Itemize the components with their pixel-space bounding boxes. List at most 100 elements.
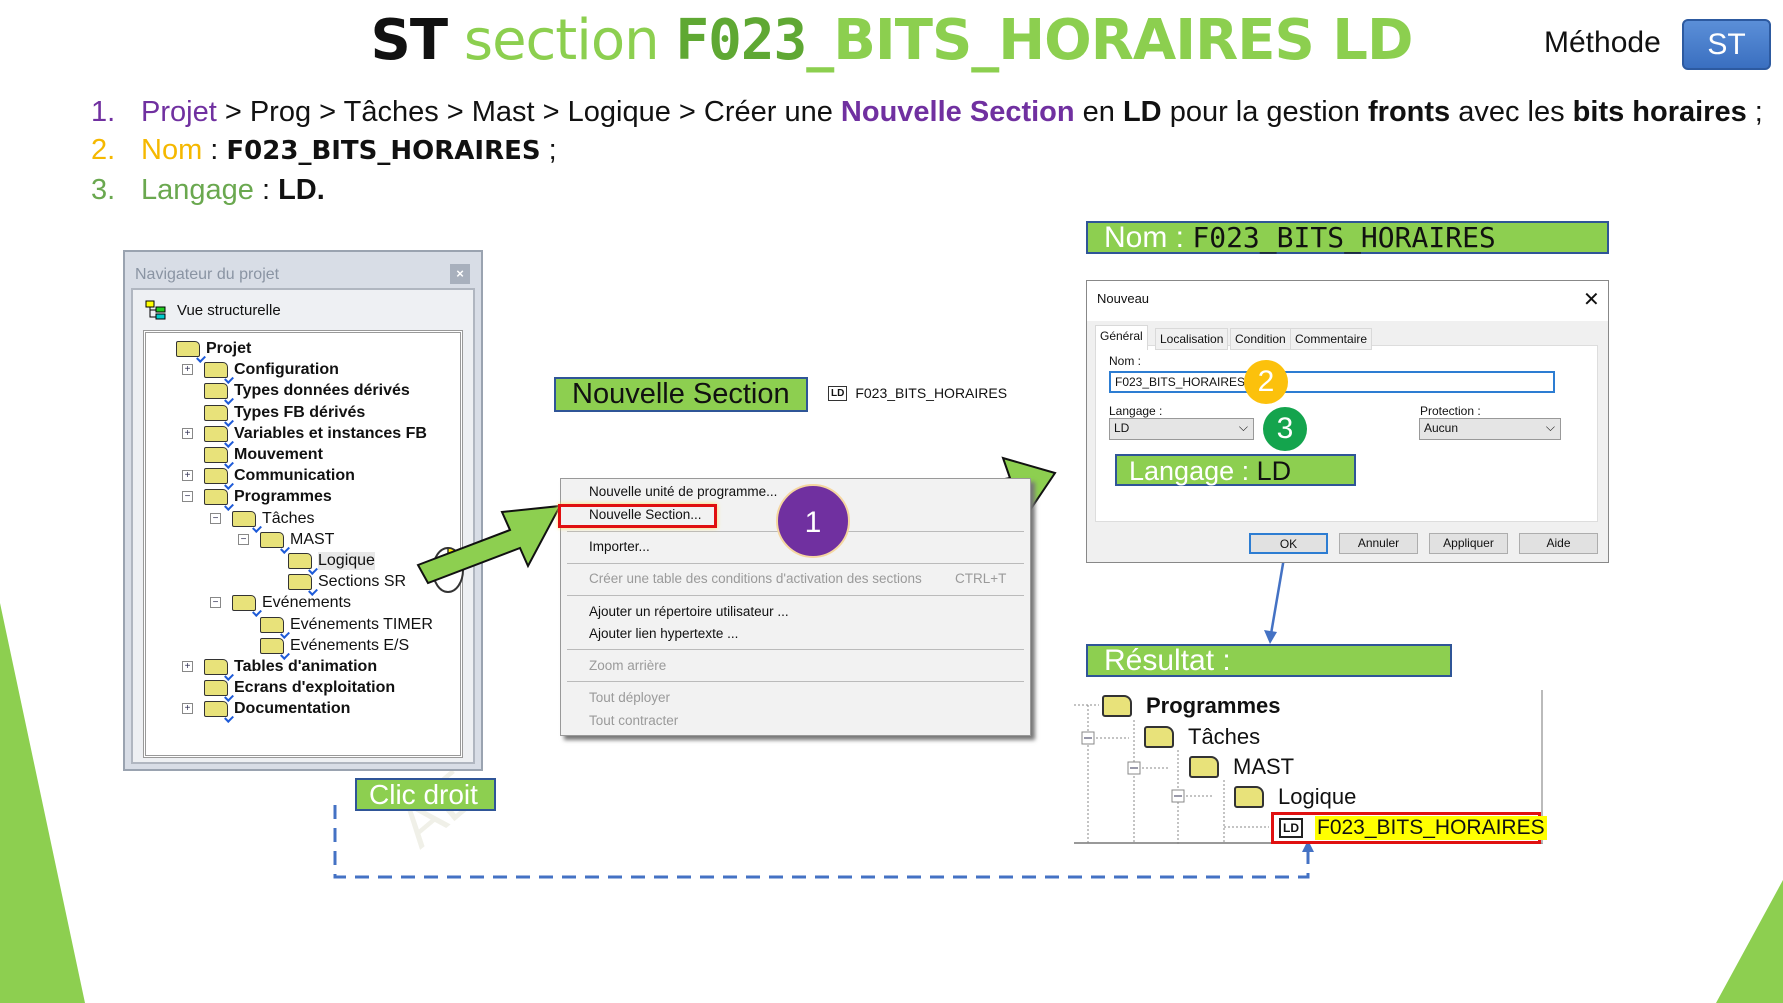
menu-item[interactable]: Nouvelle Section... [589,507,1009,522]
tree-item[interactable]: Documentation [204,699,350,719]
method-st-button[interactable]: ST [1682,19,1771,70]
tree-item[interactable]: Sections SR [288,572,406,592]
tree-item[interactable]: Types données dérivés [204,381,410,401]
tree-item[interactable]: Communication [204,466,355,486]
expand-icon[interactable]: + [182,427,193,439]
tree-item[interactable]: Variables et instances FB [204,424,427,444]
tree-item-label: Ecrans d'exploitation [234,679,396,697]
step-sep: : [253,174,279,206]
expand-icon[interactable]: + [182,470,193,482]
dialog-titlebar [1087,281,1608,321]
menu-item[interactable]: Zoom arrière [589,658,1009,673]
name-label: Nom : [1109,354,1142,368]
title-mid: section [463,8,660,73]
menu-item[interactable]: Créer une table des conditions d'activat… [589,571,1009,586]
folder-icon [204,680,228,697]
menu-item[interactable]: Tout déployer [589,690,1009,705]
step-text: pour la gestion [1161,96,1368,128]
menu-item-label: Importer... [589,539,650,554]
tree-item[interactable]: Logique [288,551,375,571]
menu-item[interactable]: Importer... [589,539,1009,554]
tab-commentaire[interactable]: Commentaire [1290,328,1373,350]
resultat-callout: Résultat : [1086,644,1452,677]
tree-item[interactable]: Tâches [232,509,314,529]
expand-icon[interactable]: + [182,703,193,715]
tree-item-mast[interactable]: MAST [1189,754,1294,780]
collapse-icon[interactable]: − [210,512,221,524]
tab-condition[interactable]: Condition [1230,328,1291,350]
expand-icon[interactable]: + [182,661,193,672]
menu-item[interactable]: Ajouter un répertoire utilisateur ... [589,604,1009,619]
tree-item[interactable]: Projet [176,339,251,359]
tree-item[interactable]: Mouvement [204,445,323,465]
new-section-dialog: Nouveau ✕ Général Localisation Condition… [1086,280,1609,563]
tree-item[interactable]: Types FB dérivés [204,403,365,423]
tab-general[interactable]: Général [1095,325,1148,350]
folder-icon [204,362,228,379]
tree-item-new-section[interactable]: LD F023_BITS_HORAIRES [1271,812,1547,844]
langage-callout: Langage : LD [1115,454,1356,486]
tree-item[interactable]: Evénements E/S [260,636,409,656]
step-label: Nom [141,134,203,166]
folder-icon [260,637,284,654]
tree-item-logique[interactable]: Logique [1234,784,1356,810]
tree-item[interactable]: Configuration [204,360,339,380]
cancel-button[interactable]: Annuler [1339,533,1418,554]
tree-item-label: Projet [206,340,252,357]
help-button[interactable]: Aide [1519,533,1598,554]
close-icon[interactable]: × [450,264,470,284]
tree-item[interactable]: Programmes [204,487,332,507]
tree-item-label: Programmes [234,488,332,506]
tree-item-programmes[interactable]: Programmes [1102,693,1281,719]
ok-button[interactable]: OK [1249,533,1328,554]
step-label: Langage [141,174,254,206]
tree-item-label: Logique [1278,784,1357,809]
tree-item[interactable]: Ecrans d'exploitation [204,678,395,698]
menu-item-label: Tout déployer [589,690,671,705]
menu-item[interactable]: Nouvelle unité de programme... [589,484,1009,499]
tree-item-taches[interactable]: Tâches [1144,724,1260,750]
step-1: 1.Projet > Prog > Tâches > Mast > Logiqu… [91,96,1763,129]
project-navigator: Navigateur du projet × Vue structurelle … [123,250,483,771]
menu-item-label: Tout contracter [589,713,679,728]
menu-item[interactable]: Tout contracter [589,713,1009,728]
tab-localisation[interactable]: Localisation [1155,328,1229,350]
step-number: 3. [91,174,116,206]
tree-item[interactable]: Evénements [232,593,351,613]
tree-item[interactable]: Tables d'animation [204,657,377,677]
apply-button[interactable]: Appliquer [1429,533,1508,554]
close-icon[interactable]: ✕ [1583,289,1600,311]
folder-icon [204,425,228,442]
nom-callout: Nom : F023_BITS_HORAIRES [1086,221,1609,254]
menu-item[interactable]: Ajouter lien hypertexte ... [589,626,1009,641]
step-end: ; [540,134,557,166]
tree-lines [1074,704,1269,844]
step-sep: : [202,134,227,166]
tree-item[interactable]: Evénements TIMER [260,615,433,635]
step-2-badge: 2 [1244,360,1288,404]
menu-item-label: Nouvelle Section... [589,507,702,522]
collapse-icon[interactable]: − [182,491,193,503]
collapse-icon[interactable]: − [210,597,221,609]
expand-icon[interactable]: + [182,364,193,376]
language-select[interactable]: LD⌵ [1109,418,1254,440]
langage-callout-prefix: Langage : [1129,456,1257,486]
tree-item-label: Evénements TIMER [290,615,433,633]
structural-view[interactable]: Vue structurelle [145,300,281,320]
ld-section-icon: LD [1279,818,1303,838]
tree-view-icon [145,300,166,320]
folder-icon [204,659,228,675]
result-tree: Programmes Tâches MAST Logique LD F023_B… [1074,690,1547,844]
protection-select[interactable]: Aucun⌵ [1419,418,1561,440]
name-input[interactable]: F023_BITS_HORAIRES [1109,371,1555,393]
tree-item[interactable]: MAST [260,530,334,550]
folder-icon [204,404,228,421]
folder-icon [1189,756,1219,778]
tree-item-label: Documentation [234,700,351,718]
collapse-icon[interactable]: − [238,533,249,545]
menu-shortcut: CTRL+T [955,571,1007,586]
language-value: LD [1114,421,1130,435]
folder-icon [232,595,256,612]
folder-icon [204,489,228,506]
